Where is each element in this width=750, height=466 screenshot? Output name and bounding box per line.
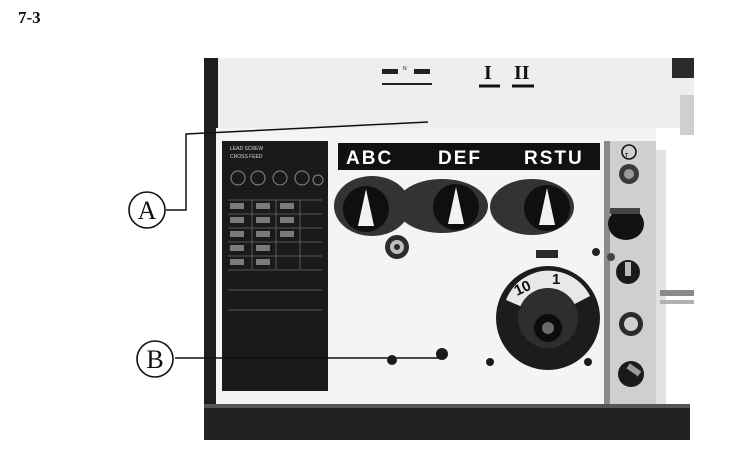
top-right-corner: [672, 58, 694, 78]
dial-number-1: 1: [552, 271, 560, 288]
right-upper-shade: [680, 95, 694, 135]
panel-screw-right: [584, 358, 592, 366]
callout-b: B: [136, 340, 174, 378]
selector-label-def: DEF: [438, 148, 482, 169]
right-column-shadow: [656, 150, 666, 410]
selector-knob-rstu[interactable]: [490, 179, 574, 235]
right-switch-2[interactable]: [616, 260, 640, 284]
callout-a: A: [128, 191, 166, 229]
machine-base: [204, 404, 690, 440]
left-frame-edge: [204, 58, 218, 430]
plate-gear-diagram: [230, 170, 324, 186]
selector-knob-abc[interactable]: [334, 176, 410, 236]
right-switch-1[interactable]: [608, 208, 644, 240]
panel-hole-1: [387, 355, 397, 365]
selector-label-abc: ABC: [346, 148, 393, 169]
figure-number: 7-3: [18, 8, 41, 27]
selector-label-strip: [338, 143, 600, 170]
leader-line-a: [166, 121, 429, 211]
svg-text:B: B: [146, 345, 163, 374]
right-column-edge: [604, 141, 610, 409]
selector-label-rstu: RSTU: [524, 148, 584, 169]
n-mark-right: [414, 69, 430, 74]
plate-table-cells: [230, 203, 294, 265]
right-small-screw: [607, 253, 615, 261]
feed-dial[interactable]: [496, 266, 600, 370]
svg-text:T: T: [625, 153, 628, 159]
right-switch-3[interactable]: [618, 361, 644, 387]
dial-screw-top: [592, 248, 600, 256]
dial-pointer-mark: [536, 250, 558, 258]
plate-line-1: LEAD SCREW: [230, 146, 263, 152]
dial-number-10: 10: [512, 277, 534, 299]
plate-line-2: CROSS FEED: [230, 154, 263, 160]
n-mark-left: [382, 69, 398, 74]
panel-hole-2: [436, 348, 448, 360]
position-ii-label: II: [514, 62, 530, 84]
indicator-lamp: [385, 235, 409, 259]
right-bar-2: [660, 300, 694, 304]
panel-screw-left: [486, 358, 494, 366]
right-bar-1: [660, 290, 694, 296]
n-mark-label: N: [403, 66, 407, 72]
position-i-label: I: [484, 62, 492, 84]
upper-body: [204, 58, 694, 128]
instruction-plate: [222, 141, 328, 391]
svg-text:A: A: [138, 196, 157, 225]
base-top-edge: [204, 404, 690, 408]
right-indicator-t: T: [621, 144, 637, 160]
selector-knob-def[interactable]: [396, 179, 488, 233]
plate-table-grid: [228, 199, 322, 311]
right-push-button[interactable]: [619, 312, 643, 336]
right-lamp: [619, 164, 639, 184]
